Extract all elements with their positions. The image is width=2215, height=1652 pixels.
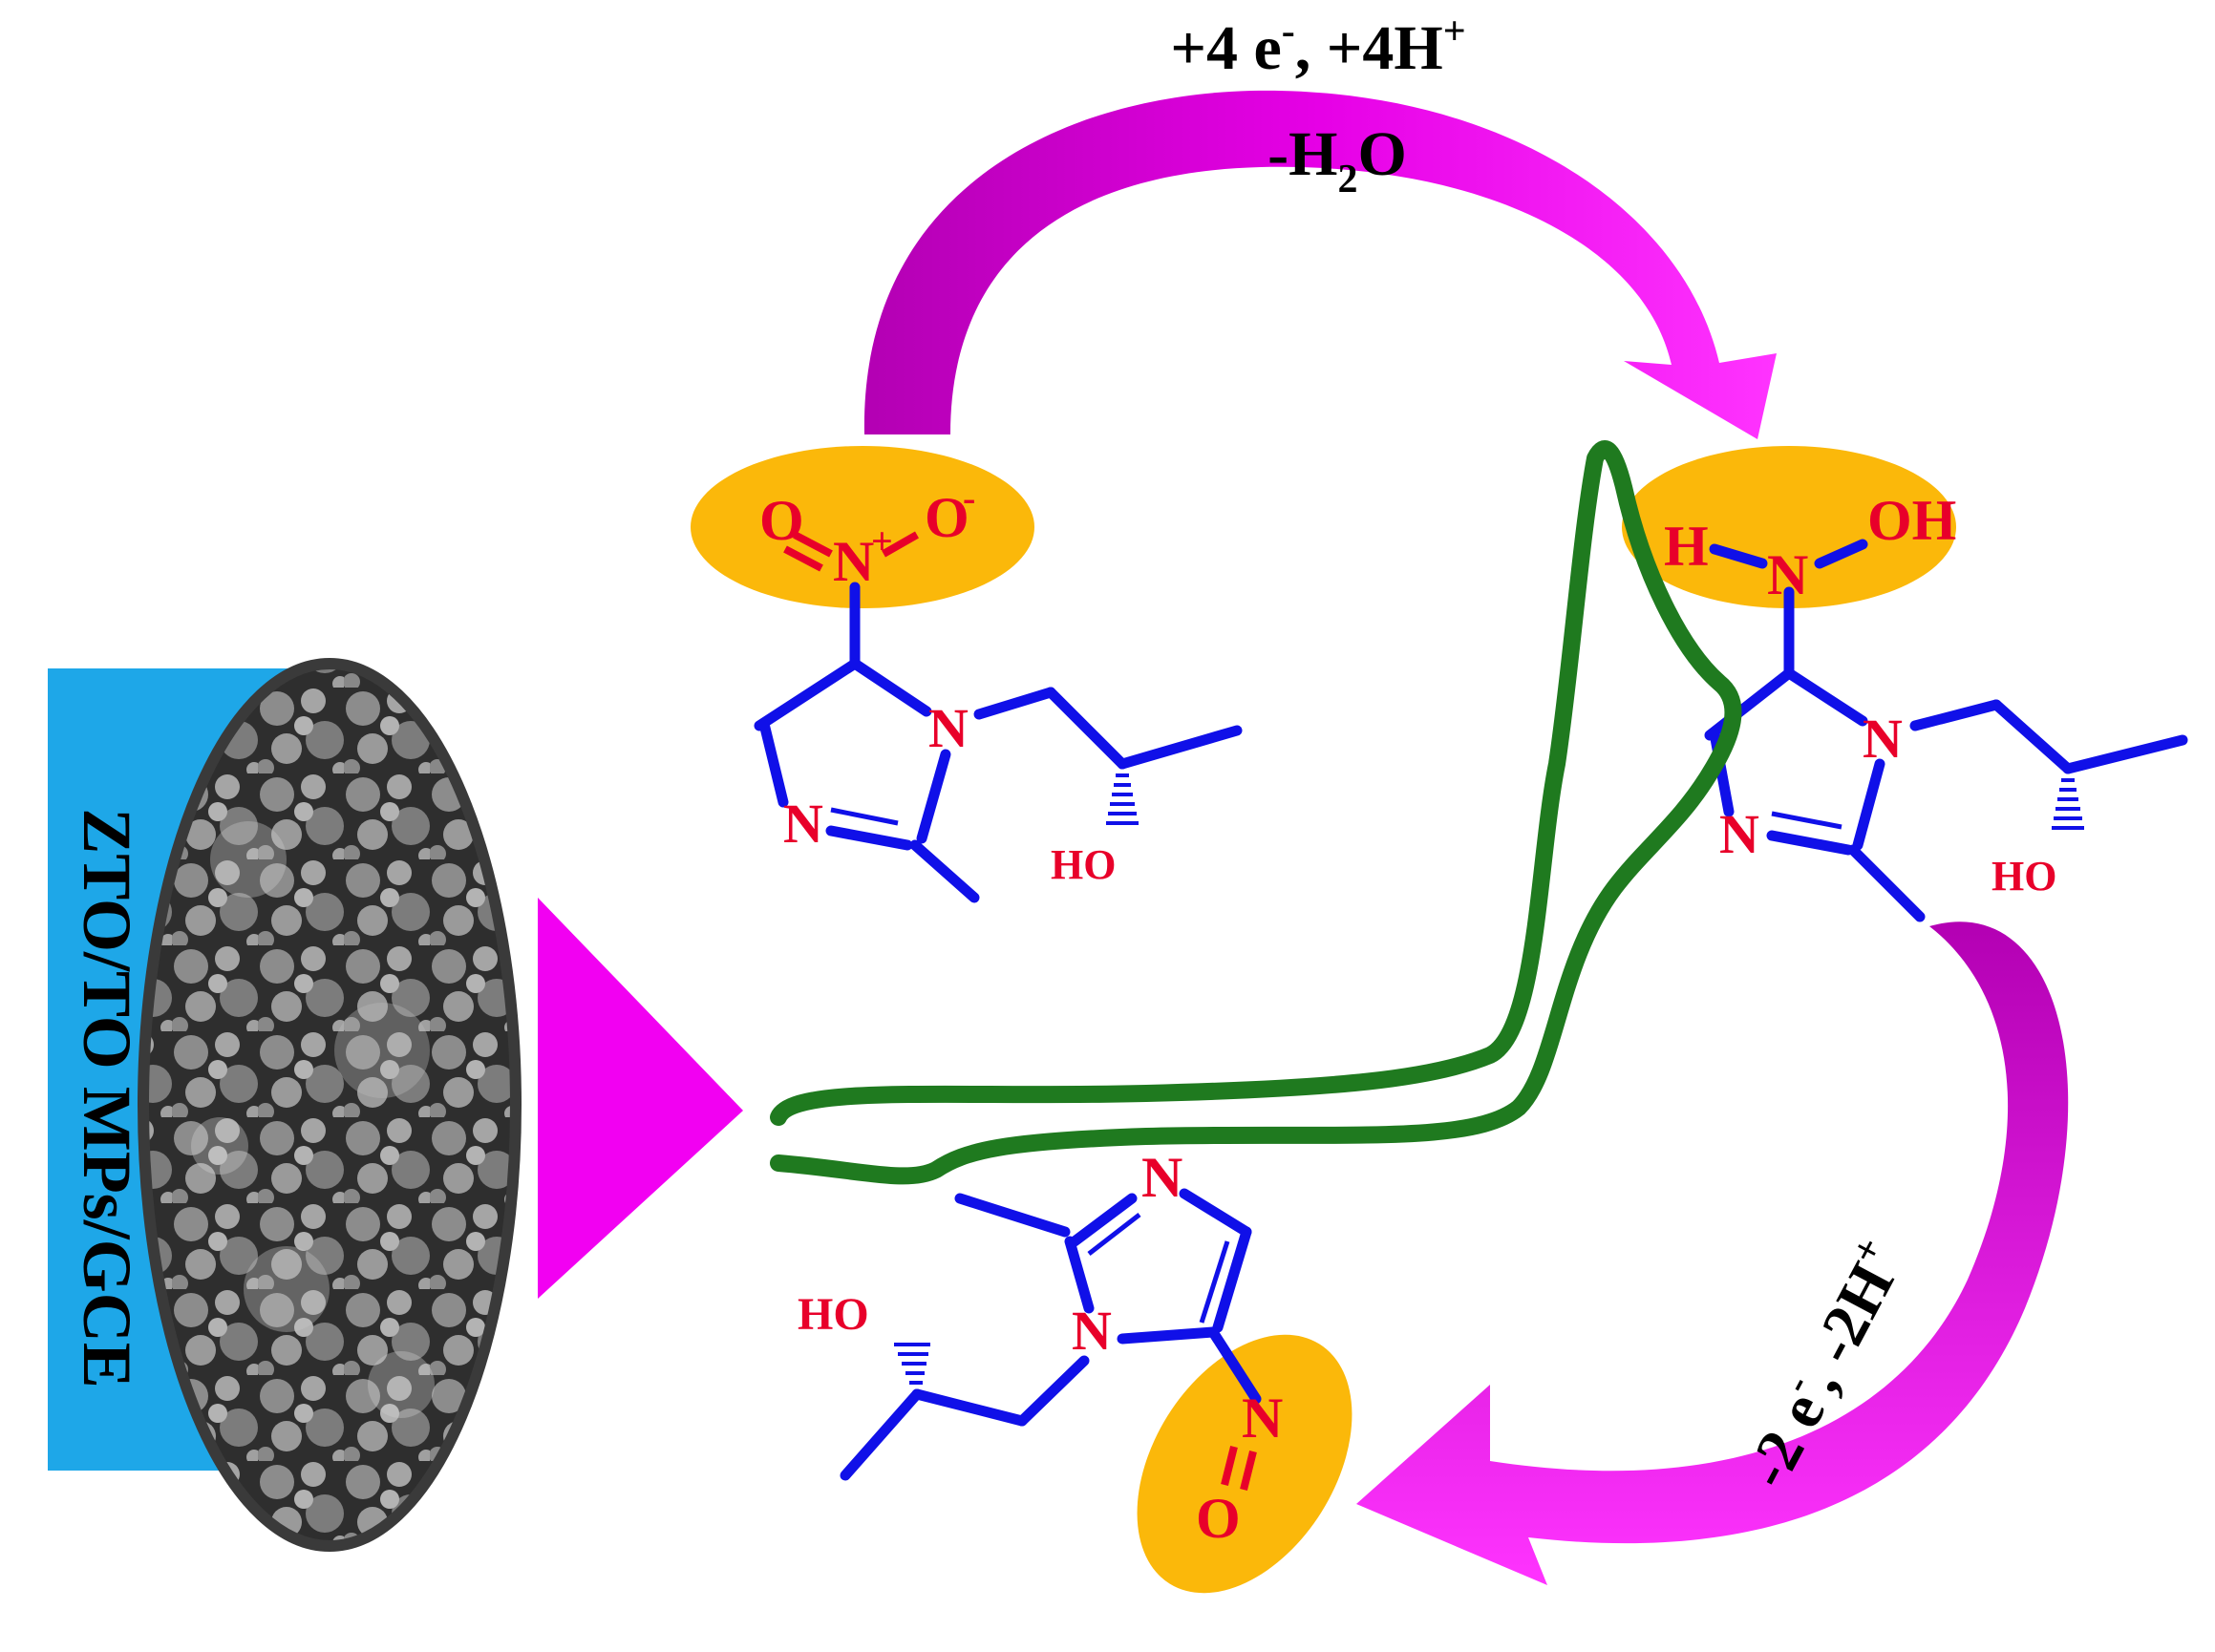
electrode-label: ZTO/TO MPs/GCE: [69, 808, 145, 1387]
top-reaction-line2: -H2O: [1267, 119, 1407, 201]
svg-text:N: N: [1767, 543, 1808, 606]
svg-text:OH: OH: [1867, 489, 1956, 552]
svg-text:O: O: [925, 486, 969, 549]
svg-text:HO: HO: [798, 1289, 869, 1340]
svg-text:H: H: [1664, 515, 1709, 578]
bottom-reaction-arrow: [1356, 921, 2069, 1585]
svg-text:N: N: [1141, 1146, 1182, 1209]
molecule-hydroxylamine: H N OH N N HO: [1664, 489, 2188, 922]
svg-text:HO: HO: [1991, 853, 2056, 900]
svg-text:N: N: [783, 793, 823, 855]
svg-text:-: -: [963, 477, 975, 519]
nitroso-highlight: [1137, 1334, 1352, 1594]
svg-text:HO: HO: [1051, 841, 1116, 888]
molecule-nitroso: N N N O HO: [798, 1146, 1283, 1550]
hydroxylamine-highlight: [1622, 446, 1956, 608]
voltammogram-curve: [770, 440, 1742, 1185]
top-reaction-arrow: [863, 90, 1777, 439]
nitro-highlight: [691, 446, 1034, 608]
svg-text:N: N: [833, 530, 874, 593]
svg-text:N: N: [1863, 708, 1903, 770]
svg-text:O: O: [1196, 1487, 1241, 1550]
svg-text:O: O: [759, 489, 804, 552]
svg-text:+: +: [871, 519, 893, 562]
pointer-triangle: [538, 898, 743, 1299]
electrode: ZTO/TO MPs/GCE: [48, 658, 522, 1552]
top-reaction-line1: +4 e-, +4H+: [1170, 10, 1465, 83]
electrode-sem-surface: [143, 664, 516, 1546]
electrode-rim: [138, 658, 522, 1552]
svg-text:N: N: [1242, 1387, 1283, 1450]
molecule-nitro: O N + O - N N HO: [754, 477, 1243, 903]
svg-text:N: N: [1719, 803, 1759, 865]
svg-text:N: N: [928, 697, 969, 759]
svg-text:N: N: [1072, 1300, 1112, 1362]
